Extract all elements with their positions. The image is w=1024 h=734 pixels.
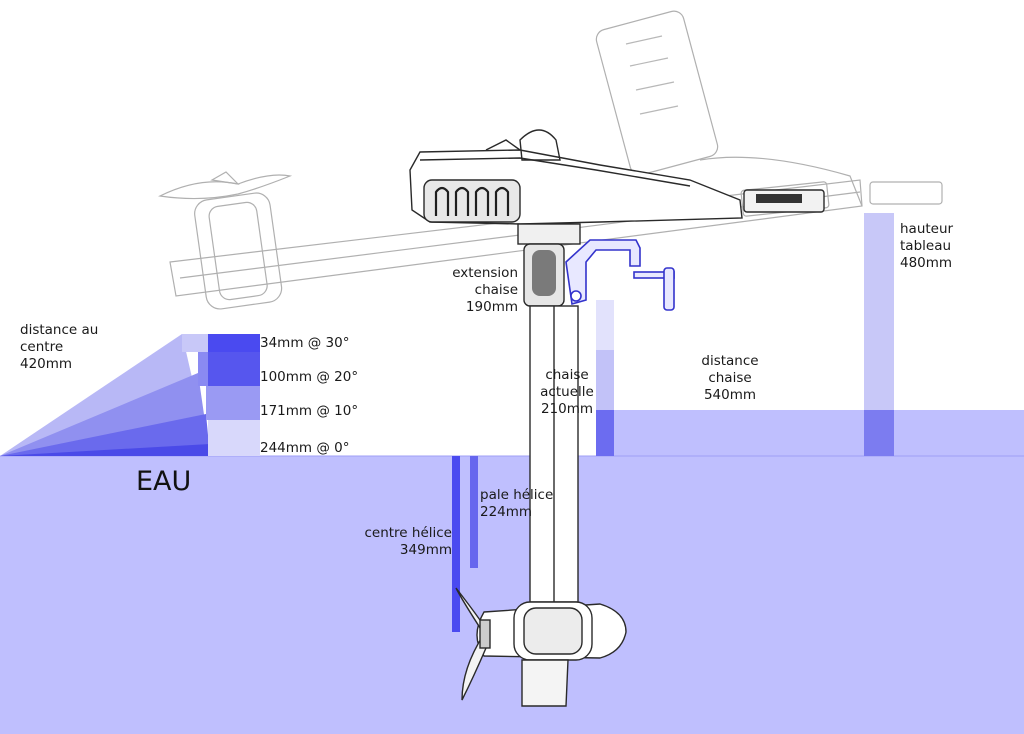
clamp-knob bbox=[663, 267, 675, 311]
chair-extension-bar bbox=[596, 300, 614, 350]
current-chair-label: chaise actuelle 210mm bbox=[540, 367, 594, 417]
transom-clamp bbox=[565, 239, 675, 311]
tilt-level-0-label: 244mm @ 0° bbox=[260, 440, 350, 456]
tilt-level-20-label: 100mm @ 20° bbox=[260, 369, 359, 385]
chair-distance-label: distance chaise 540mm bbox=[701, 353, 759, 403]
clamp-bracket bbox=[565, 239, 641, 306]
motor-pod bbox=[455, 587, 627, 707]
propeller-blade-label: pale hélice 224mm bbox=[480, 487, 554, 520]
tilt-bar-30-dark bbox=[208, 334, 260, 352]
tilt-level-10-label: 171mm @ 10° bbox=[260, 403, 359, 419]
clamp-pivot bbox=[570, 290, 582, 302]
raised-water-band bbox=[596, 410, 1024, 456]
distance-center-label: distance au centre 420mm bbox=[20, 322, 98, 373]
propeller-center-label: centre hélice 349mm bbox=[364, 525, 452, 558]
extension-chair-label: extension chaise 190mm bbox=[452, 265, 518, 315]
tilt-fan bbox=[0, 334, 210, 456]
tilt-level-bars bbox=[182, 334, 260, 456]
shaft-collar bbox=[517, 223, 581, 245]
transom-height-label: hauteur tableau 480mm bbox=[900, 221, 954, 271]
tilted-tip-outline bbox=[869, 181, 943, 205]
motor-head-vents bbox=[434, 186, 510, 216]
tilt-bar-20-dark bbox=[208, 352, 260, 386]
propeller-blade-bar bbox=[470, 456, 478, 568]
pod-fin bbox=[521, 659, 569, 707]
tilt-bar-0 bbox=[208, 420, 260, 456]
tilt-wedge-0 bbox=[0, 444, 210, 456]
propeller-center-bar bbox=[452, 456, 460, 632]
transom-height-bar-dark bbox=[864, 410, 894, 456]
tilted-head-outline bbox=[595, 10, 719, 176]
tilted-motor-pod bbox=[194, 192, 283, 310]
tilt-wedge-10 bbox=[0, 414, 210, 456]
water-label: EAU bbox=[136, 466, 192, 497]
distance-center-text: distance au centre 420mm bbox=[20, 322, 99, 372]
motor-shaft bbox=[517, 223, 581, 603]
tilt-bar-10 bbox=[206, 386, 260, 420]
motor-head bbox=[409, 129, 825, 225]
tilted-propeller-outline bbox=[158, 174, 293, 200]
water-area bbox=[0, 456, 1024, 734]
tilt-level-30-label: 34mm @ 30° bbox=[260, 335, 350, 351]
current-chair-bar-dark bbox=[596, 410, 614, 456]
